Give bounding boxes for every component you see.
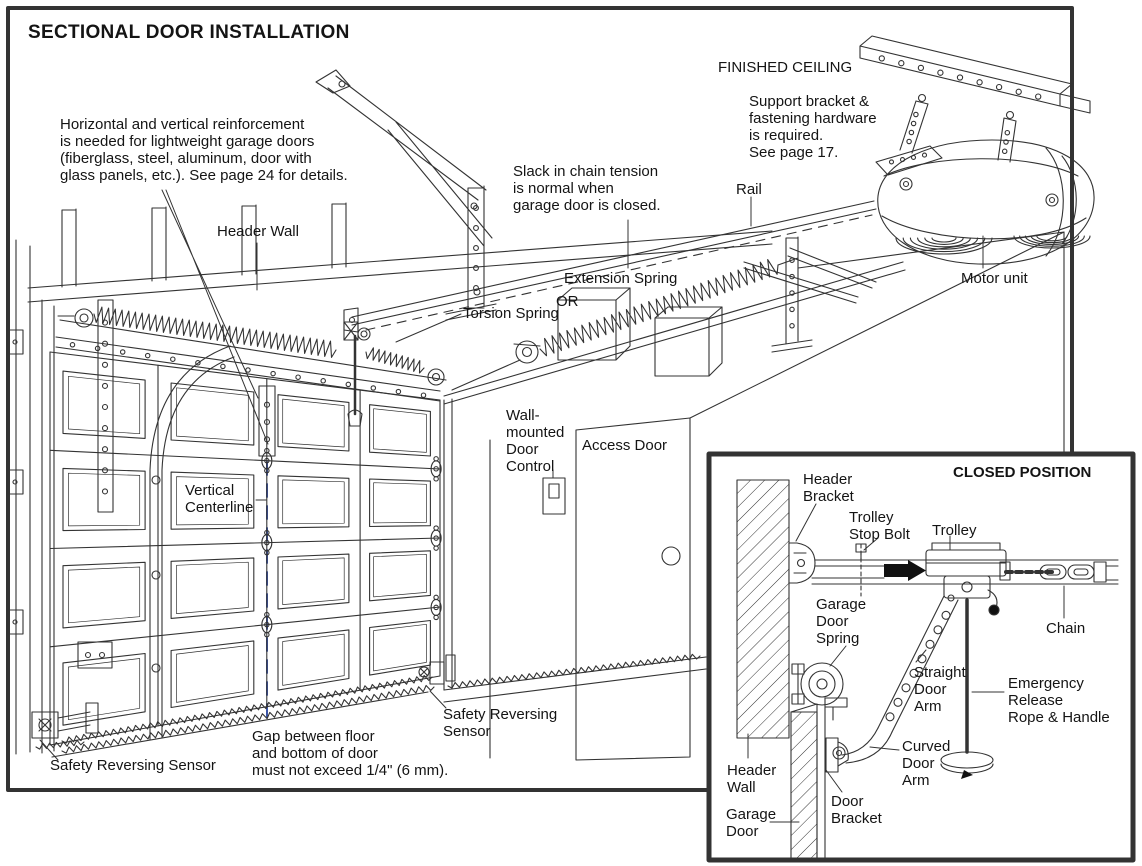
- safety-sensor-right-label: Safety Reversing Sensor: [443, 706, 558, 740]
- motor-unit-drawing: [875, 139, 1095, 265]
- closed-position-inset: [706, 451, 1136, 863]
- leader-lines: [39, 189, 984, 761]
- door-tracks: [149, 236, 906, 741]
- torsion-spring-label: Torsion Spring: [463, 305, 559, 322]
- torsion-spring-assembly: [57, 306, 447, 427]
- header-wall-label: Header Wall: [217, 223, 299, 240]
- trolley-stop-bolt-label: Trolley Stop Bolt: [849, 509, 910, 543]
- inset-header-wall-hatch: [736, 479, 790, 739]
- inset-leader-lines: [747, 503, 1065, 823]
- garage-door-inset-label: Garage Door: [726, 806, 777, 840]
- rail-label: Rail: [736, 181, 762, 198]
- support-bracket-note: Support bracket & fastening hardware is …: [749, 93, 877, 161]
- emergency-release-label: Emergency Release Rope & Handle: [1008, 675, 1110, 726]
- page-title: SECTIONAL DOOR INSTALLATION: [28, 22, 350, 43]
- motor-unit-label: Motor unit: [961, 270, 1028, 287]
- curved-door-arm-label: Curved Door Arm: [902, 738, 951, 789]
- chain-slack-line: [365, 214, 873, 331]
- left-wall: [7, 239, 114, 755]
- main-border: [6, 6, 1074, 792]
- extension-spring-assembly: [451, 257, 799, 391]
- wall-door-control: [542, 477, 566, 515]
- garage-door-spring-label: Garage Door Spring: [816, 596, 867, 647]
- or-label: OR: [556, 293, 579, 310]
- vertical-centerline-label: Vertical Centerline: [185, 482, 254, 516]
- inset-curved-door-arm: [841, 727, 893, 764]
- chain-label: Chain: [1046, 620, 1086, 637]
- front-support-bracket: [315, 69, 497, 321]
- trolley-label: Trolley: [932, 522, 977, 539]
- inset-garage-door-spring: [800, 662, 844, 706]
- extension-spring-label: Extension Spring: [564, 270, 678, 287]
- ceiling-bracket: [859, 35, 1091, 163]
- garage-door: [49, 336, 442, 746]
- straight-door-arm-label: Straight Door Arm: [914, 664, 966, 715]
- finished-ceiling-label: FINISHED CEILING: [718, 59, 853, 76]
- inset-garage-door-hatch: [790, 711, 818, 859]
- floor-and-sensors: [31, 653, 707, 758]
- inset-title: CLOSED POSITION: [953, 464, 1092, 481]
- wall-control-label: Wall- mounted Door Control: [506, 407, 565, 475]
- slack-note: Slack in chain tension is normal when ga…: [513, 163, 661, 214]
- inset-release-handle: [940, 751, 994, 769]
- header-wall-inset-label: Header Wall: [727, 762, 777, 796]
- door-knob: [661, 546, 681, 566]
- access-door-label: Access Door: [582, 437, 668, 454]
- reinforcement-note: Horizontal and vertical reinforcement is…: [60, 116, 348, 184]
- door-bracket-label: Door Bracket: [831, 793, 882, 827]
- inset-straight-door-arm: [877, 595, 959, 733]
- header-bracket-label: Header Bracket: [803, 471, 854, 505]
- safety-sensor-left-label: Safety Reversing Sensor: [50, 757, 216, 774]
- release-arrow: [884, 560, 926, 581]
- access-door-and-wall: [489, 231, 1065, 761]
- rail-and-chain: [343, 200, 877, 333]
- gap-note: Gap between floor and bottom of door mus…: [252, 728, 449, 779]
- header-wall-structure: [27, 202, 773, 377]
